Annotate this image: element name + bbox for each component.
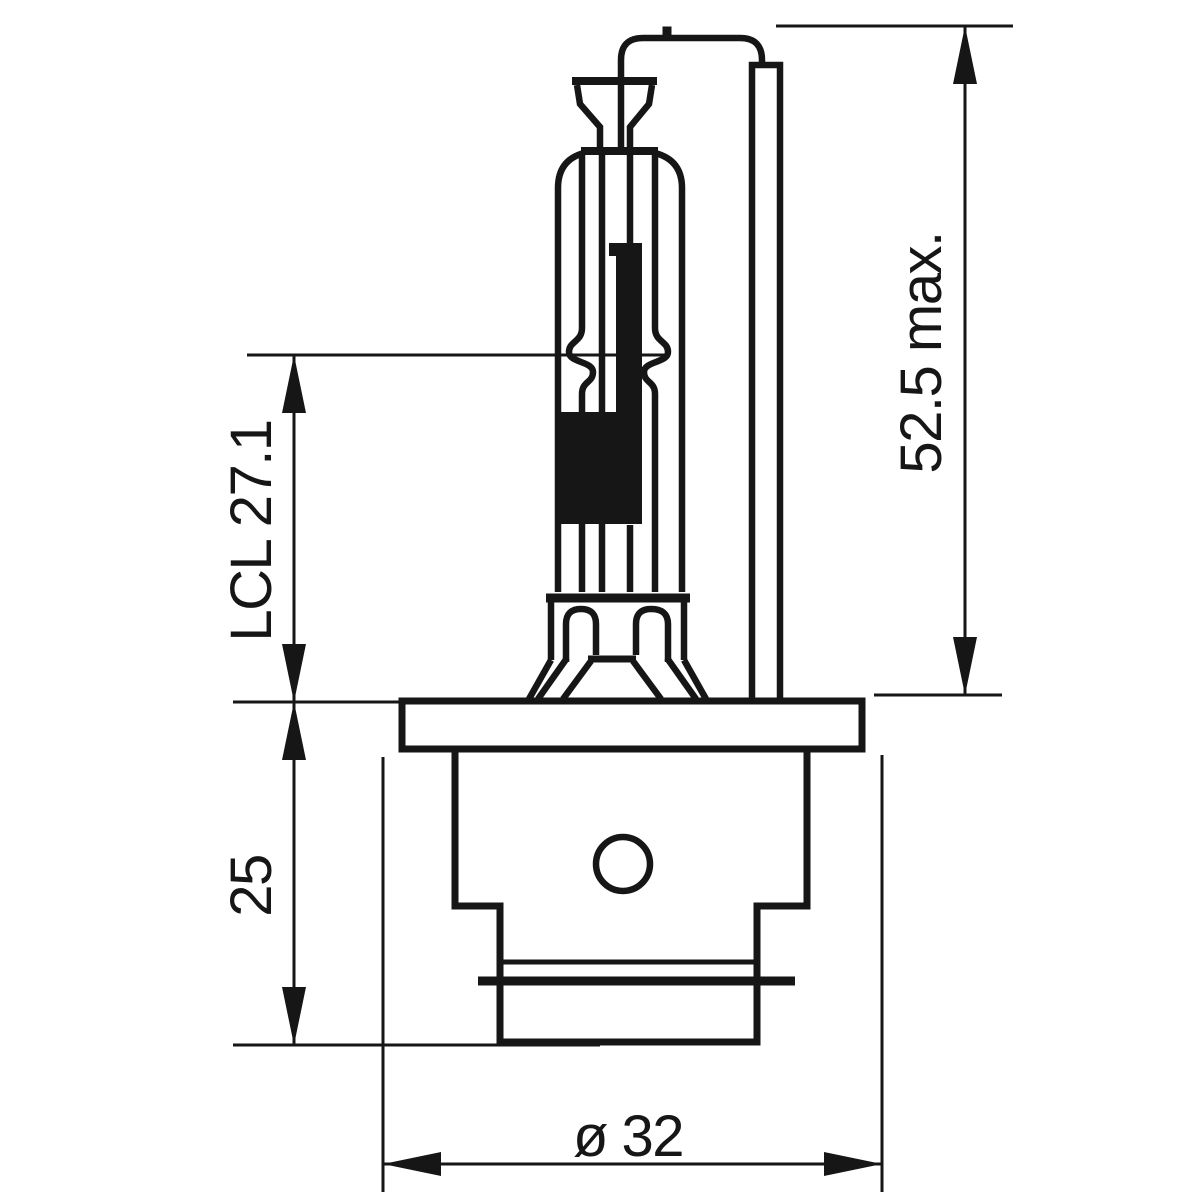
seal-block [556, 412, 642, 524]
arrowhead-up-icon [282, 702, 306, 760]
base-body [451, 747, 811, 1046]
arrowhead-down-icon [282, 644, 306, 702]
funnel-wall-left [573, 84, 604, 151]
outer-envelope-right [654, 149, 686, 592]
clamp-leg-outer-right [681, 658, 709, 701]
base-reference-hole [592, 833, 654, 895]
dim-label-base-height: 25 [219, 855, 284, 917]
clamp-spring-loop-left [562, 605, 600, 662]
inner-tube-left [565, 153, 597, 592]
arrowhead-up-icon [282, 355, 306, 413]
arrowhead-up-icon [953, 26, 977, 84]
arrowhead-right-icon [824, 1152, 882, 1176]
clamp-leg-inner-left [560, 659, 594, 701]
arrowhead-down-icon [953, 637, 977, 695]
arrowhead-down-icon [282, 987, 306, 1045]
clamp-leg-mid-right [664, 656, 699, 701]
top-lead-wire [617, 34, 766, 153]
dim-label-light-center-length: LCL 27.1 [219, 420, 284, 641]
clamp-leg-inner-right [630, 659, 664, 701]
lead-wire-nub [662, 26, 672, 40]
clamp-leg-mid-left [535, 656, 570, 701]
dim-label-base-diameter: ø 32 [573, 1104, 683, 1169]
lamp-outline [398, 26, 866, 1046]
arrowhead-left-icon [383, 1152, 441, 1176]
funnel-wall-right [626, 84, 656, 151]
clamp-spring-loop-right [632, 605, 672, 662]
inner-tube-right [640, 153, 672, 592]
base-clamp [526, 601, 709, 701]
electrode-notch [609, 243, 618, 256]
dimension-annotations: 52.5 max. LCL 27.1 25 ø 32 [219, 24, 1013, 1192]
dim-label-overall-height: 52.5 max. [889, 232, 954, 473]
support-rod [748, 61, 784, 705]
base-flange [398, 697, 866, 753]
electrode-rod [616, 243, 642, 423]
clamp-leg-outer-left [526, 658, 554, 701]
